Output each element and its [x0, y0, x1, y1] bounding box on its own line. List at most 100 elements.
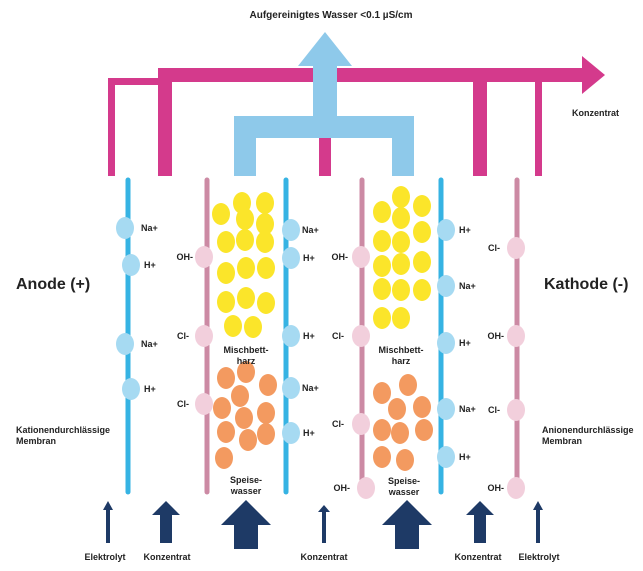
ion-label: Cl- [488, 243, 500, 253]
resin-bead-orange [217, 421, 235, 443]
ion-label: Cl- [177, 331, 189, 341]
anion-bubble [357, 477, 375, 499]
resin-bead-orange [237, 361, 255, 383]
ion-label: H+ [459, 452, 471, 462]
anion-bubble [195, 393, 213, 415]
cation-bubble [282, 377, 300, 399]
cation-bubble [282, 247, 300, 269]
product-riser-right [392, 116, 414, 176]
resin-bead-orange [396, 449, 414, 471]
concentrate-riser-5 [535, 82, 542, 176]
resin-bead-yellow [256, 192, 274, 214]
concentrate-connector [108, 78, 158, 85]
inlet-arrow-electrolyte-right [533, 501, 543, 543]
resin-bead-yellow [373, 307, 391, 329]
cation-membrane-label-2: Membran [16, 436, 56, 446]
ion-label: H+ [144, 384, 156, 394]
cation-bubble [282, 219, 300, 241]
resin-bead-orange [373, 382, 391, 404]
concentrate-output-label: Konzentrat [572, 108, 619, 118]
resin-bead-orange [257, 402, 275, 424]
inlet-arrow-concentrate-3 [466, 501, 494, 543]
ion-label: H+ [459, 338, 471, 348]
inlet-label-electrolyte-left: Elektrolyt [84, 552, 125, 562]
resin-bead-yellow [392, 207, 410, 229]
concentrate-riser-left [108, 78, 115, 176]
cation-bubble [437, 332, 455, 354]
ion-label: Cl- [332, 331, 344, 341]
concentrate-riser-4 [473, 82, 487, 176]
feed-label-right-2: wasser [388, 487, 420, 497]
resin-bead-yellow [236, 208, 254, 230]
resin-bead-yellow [224, 315, 242, 337]
ion-label: H+ [303, 331, 315, 341]
ion-label: Na+ [141, 339, 158, 349]
cation-bubble [122, 254, 140, 276]
resin-bead-yellow [392, 231, 410, 253]
resin-bead-yellow [217, 231, 235, 253]
anion-membrane-label-1: Anionendurchlässige [542, 425, 634, 435]
resin-bead-orange [259, 374, 277, 396]
cation-bubble [282, 325, 300, 347]
cation-bubble [437, 398, 455, 420]
resin-bead-orange [257, 423, 275, 445]
resin-bead-orange [388, 398, 406, 420]
inlet-label-concentrate-3: Konzentrat [455, 552, 502, 562]
anion-bubble [195, 246, 213, 268]
anion-bubble [352, 246, 370, 268]
resin-bead-yellow [413, 195, 431, 217]
feed-label-right-1: Speise- [388, 476, 420, 486]
resin-bead-yellow [237, 257, 255, 279]
feed-label-left-1: Speise- [230, 475, 262, 485]
anion-membrane-label-2: Membran [542, 436, 582, 446]
resin-bead-yellow [413, 279, 431, 301]
resin-bead-yellow [373, 230, 391, 252]
anion-bubble [352, 413, 370, 435]
ion-bubbles [116, 217, 525, 499]
resin-bead-orange [415, 419, 433, 441]
cation-bubble [437, 275, 455, 297]
resin-bead-yellow [373, 201, 391, 223]
product-arrowhead [298, 32, 352, 66]
resin-bead-orange [217, 367, 235, 389]
cathode-label: Kathode (-) [544, 276, 628, 293]
resin-bead-yellow [237, 287, 255, 309]
cation-bubble [282, 422, 300, 444]
resin-beads [212, 186, 433, 471]
resin-bead-orange [235, 407, 253, 429]
inlet-arrows [103, 500, 543, 549]
resin-bead-yellow [256, 231, 274, 253]
inlet-labels: Elektrolyt Konzentrat Konzentrat Konzent… [84, 552, 559, 562]
ion-labels: Na+ H+ Na+ H+ OH- Cl- Cl- Na+ H+ H+ Na+ … [141, 223, 504, 493]
resin-label-left-2: harz [237, 356, 256, 366]
ion-label: Na+ [302, 383, 319, 393]
inlet-arrow-concentrate-2 [318, 505, 330, 543]
resin-bead-orange [413, 396, 431, 418]
anion-bubble [507, 325, 525, 347]
ion-label: OH- [332, 252, 349, 262]
product-header [234, 116, 414, 138]
inlet-arrow-concentrate-1 [152, 501, 180, 543]
resin-bead-orange [373, 419, 391, 441]
ion-label: H+ [303, 253, 315, 263]
resin-bead-yellow [217, 262, 235, 284]
feed-label-left-2: wasser [230, 486, 262, 496]
resin-bead-yellow [392, 307, 410, 329]
inlet-label-concentrate-2: Konzentrat [301, 552, 348, 562]
inlet-arrow-electrolyte-left [103, 501, 113, 543]
cation-bubble [437, 446, 455, 468]
product-stem [313, 66, 337, 118]
ion-label: H+ [459, 225, 471, 235]
resin-bead-yellow [244, 316, 262, 338]
cation-bubble [116, 217, 134, 239]
resin-bead-orange [391, 422, 409, 444]
membrane-labels: Kationendurchlässige Membran Anionendurc… [16, 425, 634, 446]
ion-label: Na+ [459, 281, 476, 291]
resin-bead-yellow [373, 255, 391, 277]
resin-bead-yellow [236, 229, 254, 251]
resin-bead-orange [239, 429, 257, 451]
ion-label: OH- [334, 483, 351, 493]
resin-bead-orange [399, 374, 417, 396]
